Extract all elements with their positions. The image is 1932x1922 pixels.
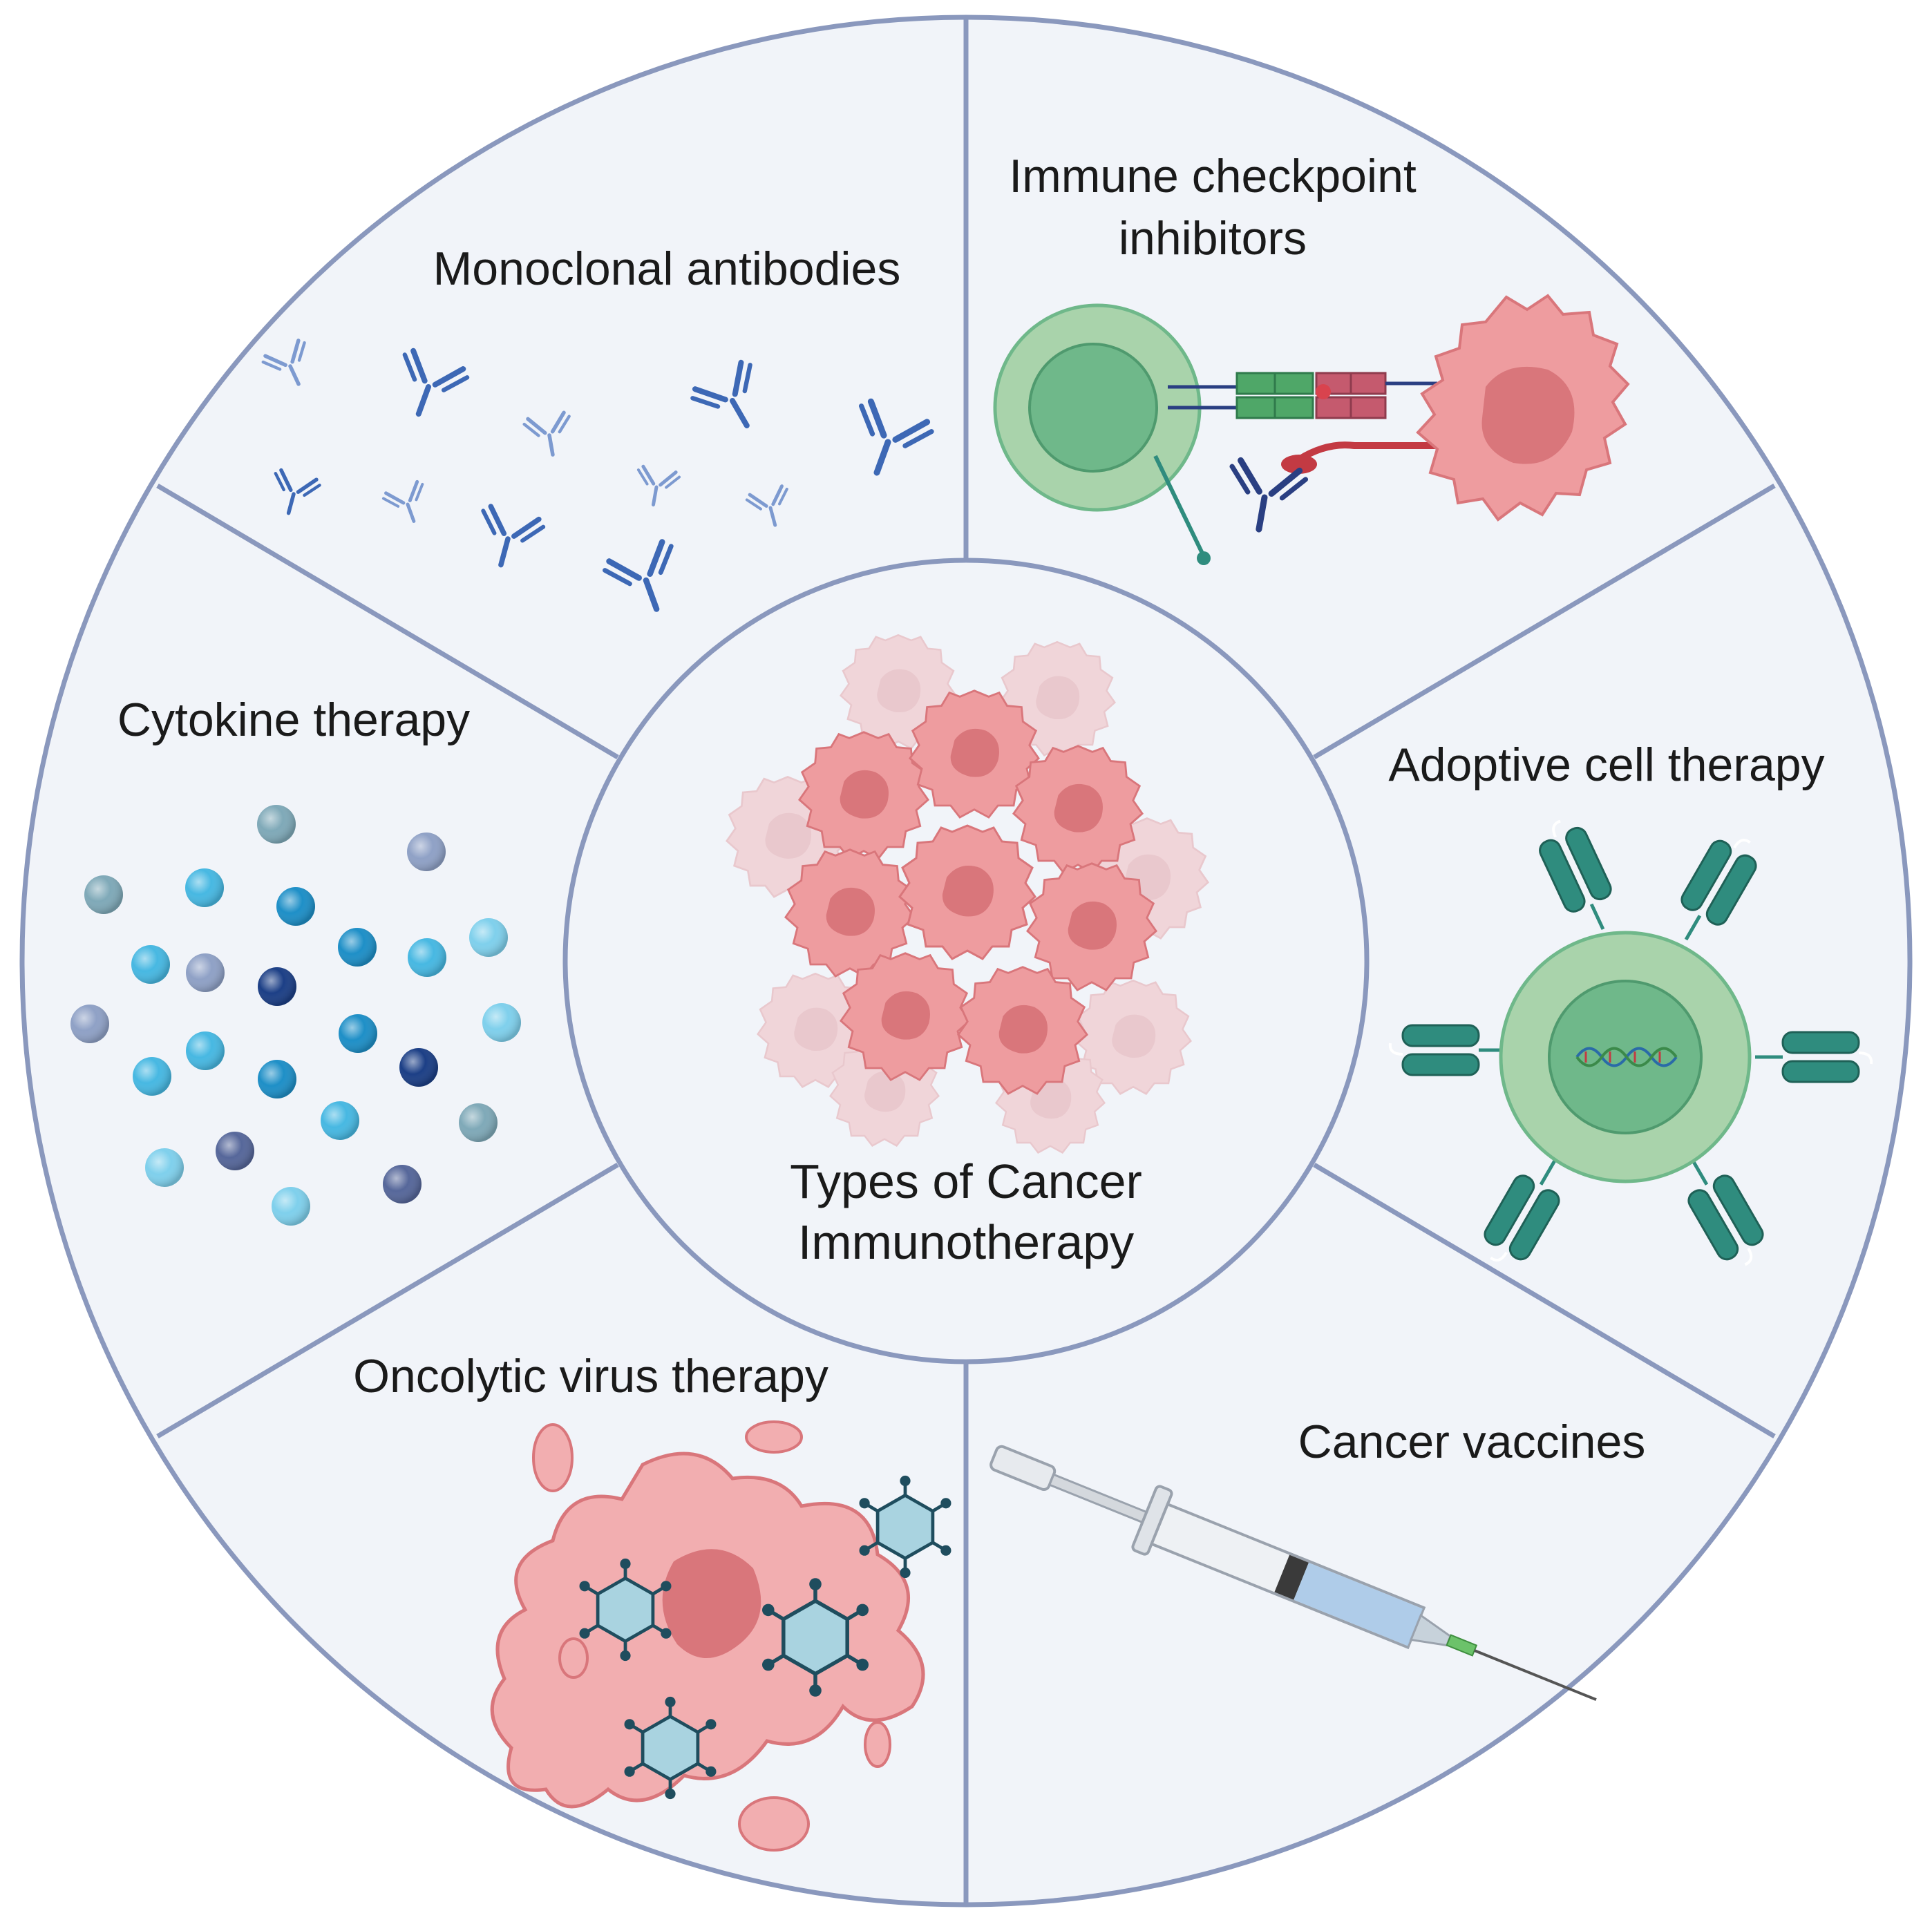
dna-icon <box>1575 1047 1678 1067</box>
cytokine-therapy-label: Cytokine therapy <box>117 694 470 746</box>
receptor-icon <box>1168 372 1437 474</box>
cytokine-icons <box>70 805 521 1226</box>
oncolytic-virus-therapy-label: Oncolytic virus therapy <box>353 1350 828 1402</box>
cancer-vaccines-label: Cancer vaccines <box>1298 1416 1646 1468</box>
car-t-cell-illustration <box>1390 813 1871 1273</box>
checkpoint-inhibitors-label-line1: Immune checkpoint <box>1009 150 1417 202</box>
t-cell-icon <box>993 303 1211 565</box>
center-title-line2: Immunotherapy <box>798 1215 1134 1269</box>
adoptive-cell-therapy-label: Adoptive cell therapy <box>1388 739 1824 791</box>
lysed-tumor-illustration <box>490 1420 951 1852</box>
checkpoint-inhibitors-label-line2: inhibitors <box>1119 212 1307 265</box>
checkpoint-illustration <box>993 294 1630 565</box>
tumor-cell-icon <box>1416 294 1630 522</box>
center-circle <box>562 558 1370 1364</box>
monoclonal-antibodies-label: Monoclonal antibodies <box>433 242 901 295</box>
segment-dividers <box>156 17 1776 1905</box>
center-title-line1: Types of Cancer <box>790 1154 1142 1208</box>
syringe-icon <box>989 1445 1597 1702</box>
